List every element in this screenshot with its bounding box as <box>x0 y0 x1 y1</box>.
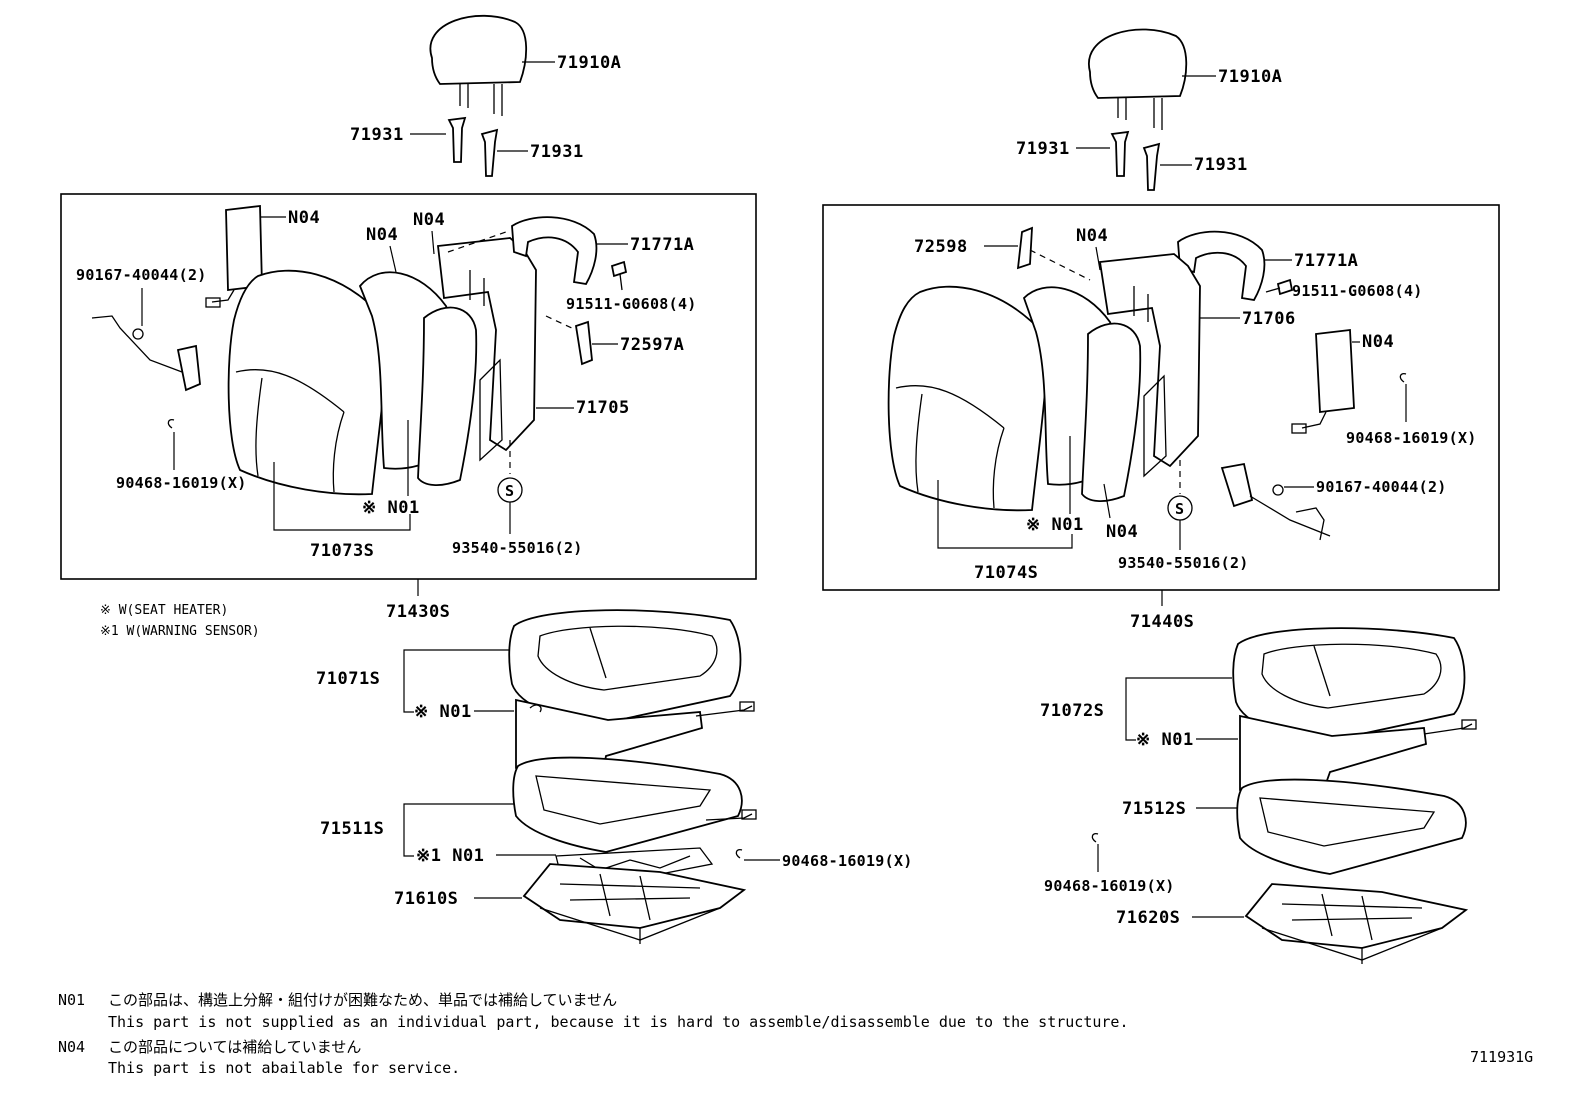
right-fastener-label: 93540-55016(2) <box>1118 554 1249 572</box>
left-frame-n04-label: N04 <box>413 210 445 230</box>
left-trim-drawing <box>511 216 628 285</box>
left-airbag-drawing <box>205 204 286 308</box>
right-screw-label: 91511-G0608(4) <box>1292 282 1423 300</box>
right-guide-left-label: 71931 <box>1016 139 1070 159</box>
right-heater-n01-label: ※ N01 <box>1026 515 1084 535</box>
right-cushion-pad-label: 71512S <box>1122 799 1186 819</box>
left-board-label: 71705 <box>576 398 630 418</box>
right-frame-drawing <box>1098 253 1240 478</box>
left-mid-pad-drawing <box>358 271 478 486</box>
right-mid-pad-drawing <box>1022 286 1142 502</box>
footnotes: N01 この部品は、構造上分解・組付けが困難なため、単品では補給していません T… <box>58 991 1128 1077</box>
left-clip-label: 72597A <box>620 335 684 355</box>
right-guide-right-label: 71931 <box>1194 155 1248 175</box>
right-back-cover-label: 71074S <box>974 563 1038 583</box>
right-airbag-label: N04 <box>1362 332 1394 352</box>
left-airbag-label: N04 <box>288 208 320 228</box>
right-clip-label: 72598 <box>914 237 968 257</box>
figure-id: 711931G <box>1470 1048 1533 1066</box>
left-bracket-drawing <box>91 288 201 392</box>
left-cushion-hog-ring-label: 90468-16019(X) <box>782 852 913 870</box>
left-fastener-symbol: S <box>505 482 514 500</box>
right-fastener-drawing: S <box>1167 460 1193 550</box>
left-hog-ring-label: 90468-16019(X) <box>116 474 247 492</box>
left-cushion-pad-drawing <box>512 756 757 853</box>
right-fastener-symbol: S <box>1175 500 1184 518</box>
note-n04-code: N04 <box>58 1038 85 1056</box>
note-n01-japanese: この部品は、構造上分解・組付けが困難なため、単品では補給していません <box>108 991 617 1009</box>
left-cushion-cover-drawing <box>508 609 742 725</box>
right-headrest-label: 71910A <box>1218 67 1282 87</box>
left-cushion-cover-label: 71071S <box>316 669 380 689</box>
left-back-pad-drawing <box>227 269 388 496</box>
right-cushion-cover-drawing <box>1232 627 1466 743</box>
right-bracket-drawing <box>1220 462 1331 541</box>
right-cushion-cover-label: 71072S <box>1040 701 1104 721</box>
right-frame-n04-label: N04 <box>1076 226 1108 246</box>
note-n04-japanese: この部品については補給していません <box>108 1038 361 1056</box>
right-board-label: 71706 <box>1242 309 1296 329</box>
right-back-pad-drawing <box>887 285 1048 512</box>
left-pad-n04-label: N04 <box>366 225 398 245</box>
left-bolt-label: 90167-40044(2) <box>76 266 207 284</box>
right-airbag-drawing <box>1291 328 1360 434</box>
legend-seat-heater: ※ W(SEAT HEATER) <box>100 603 228 618</box>
note-n01-english: This part is not supplied as an individu… <box>108 1013 1128 1031</box>
right-seat-assembly: 71910A 71931 71931 72598 N04 71771A <box>822 28 1500 964</box>
right-back-assembly-label: 71440S <box>1130 612 1194 632</box>
right-cushion-frame-drawing <box>1244 883 1469 964</box>
left-guide-right-label: 71931 <box>530 142 584 162</box>
right-headrest-drawing <box>1088 28 1216 130</box>
right-headrest-guides <box>1076 130 1192 191</box>
left-fastener-drawing: S <box>497 440 523 534</box>
right-screw-drawing <box>1265 278 1294 296</box>
right-hog-ring-label: 90468-16019(X) <box>1346 429 1477 447</box>
left-cushion-pad-label: 71511S <box>320 819 384 839</box>
left-screw-drawing <box>610 260 628 291</box>
left-headrest-label: 71910A <box>557 53 621 73</box>
right-pad-n04-label: N04 <box>1106 522 1138 542</box>
right-cushion-pad-drawing <box>1236 778 1467 875</box>
left-clip-drawing <box>545 315 618 366</box>
left-guide-left-label: 71931 <box>350 125 404 145</box>
left-fastener-label: 93540-55016(2) <box>452 539 583 557</box>
right-cushion-hog-ring-label: 90468-16019(X) <box>1044 877 1175 895</box>
right-bolt-label: 90167-40044(2) <box>1316 478 1447 496</box>
left-headrest-guides <box>410 116 528 177</box>
right-trim-label: 71771A <box>1294 251 1358 271</box>
left-heater-n01-label: ※ N01 <box>362 498 420 518</box>
left-back-cover-label: 71073S <box>310 541 374 561</box>
right-clip-drawing <box>984 226 1091 281</box>
left-cushion-frame-label: 71610S <box>394 889 458 909</box>
note-n04-english: This part is not abailable for service. <box>108 1059 460 1077</box>
left-trim-label: 71771A <box>630 235 694 255</box>
left-seatback-box <box>60 193 757 580</box>
left-cushion-heater-label: ※ N01 <box>414 702 472 722</box>
legend-warning-sensor: ※1 W(WARNING SENSOR) <box>100 624 260 639</box>
note-n01-code: N01 <box>58 991 85 1009</box>
left-seat-assembly: 71910A 71931 71931 N04 90167-40044(2) <box>60 14 913 944</box>
left-back-assembly-label: 71430S <box>386 602 450 622</box>
right-seatback-box <box>822 204 1500 591</box>
left-screw-label: 91511-G0608(4) <box>566 295 697 313</box>
left-hog-ring-drawing <box>167 418 175 470</box>
left-headrest-drawing <box>429 14 555 116</box>
left-cushion-frame-drawing <box>522 863 747 944</box>
right-cushion-frame-label: 71620S <box>1116 908 1180 928</box>
left-sensor-label: ※1 N01 <box>416 846 484 866</box>
right-cushion-heater-label: ※ N01 <box>1136 730 1194 750</box>
